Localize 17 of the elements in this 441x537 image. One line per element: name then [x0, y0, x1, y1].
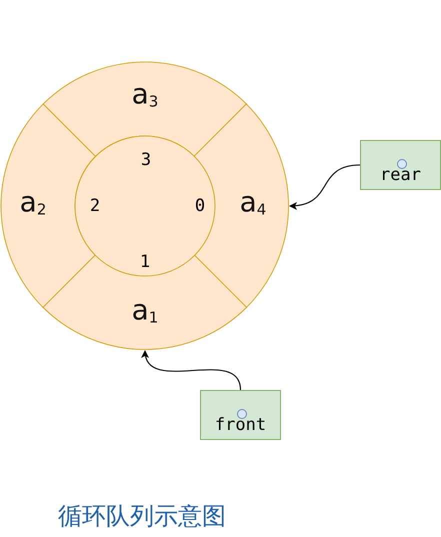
index-number: 3 — [140, 151, 152, 169]
element-label: a$_{2}$ — [20, 187, 46, 220]
pointer-box — [360, 140, 441, 190]
arrow — [142, 350, 242, 390]
element-label: a$_{1}$ — [132, 295, 158, 328]
arrow — [289, 164, 360, 210]
pointer-box — [200, 390, 281, 440]
index-number: 2 — [90, 197, 100, 215]
element-label: a$_{4}$ — [240, 187, 266, 220]
index-number: 0 — [194, 197, 206, 215]
ring-segment — [43, 255, 247, 350]
caption: 循环队列示意图 — [58, 501, 226, 532]
element-label: a$_{3}$ — [132, 80, 158, 112]
index-number: 1 — [140, 253, 150, 271]
pointer-name: front — [214, 415, 268, 435]
ring-segment — [194, 104, 289, 308]
pointer-name: rear — [379, 165, 422, 185]
